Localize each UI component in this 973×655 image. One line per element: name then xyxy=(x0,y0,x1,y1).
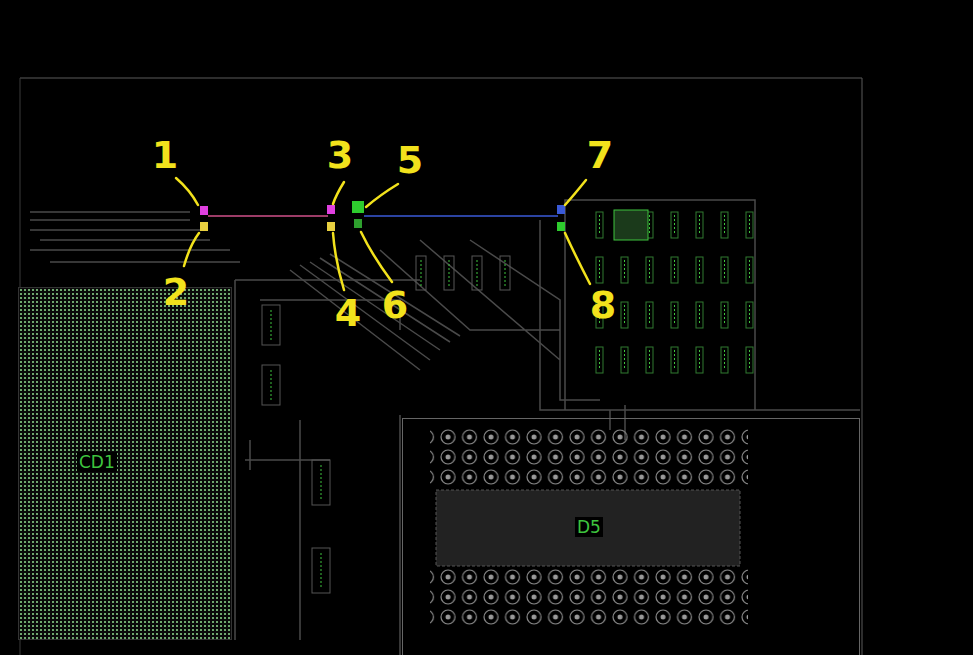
callout-number: 4 xyxy=(335,294,361,332)
callout-number: 1 xyxy=(152,136,178,174)
callout-number: 2 xyxy=(163,273,189,311)
part-name: D5 xyxy=(575,517,603,537)
connector-region: D5 xyxy=(402,418,860,655)
callout-number: 5 xyxy=(397,141,423,179)
part-name: CD1 xyxy=(77,452,117,472)
callout-number: 7 xyxy=(587,136,613,174)
callout-number: 8 xyxy=(590,286,616,324)
callout-number: 3 xyxy=(327,136,353,174)
bga-region: CD1 xyxy=(18,287,232,640)
callout-number: 6 xyxy=(382,286,408,324)
